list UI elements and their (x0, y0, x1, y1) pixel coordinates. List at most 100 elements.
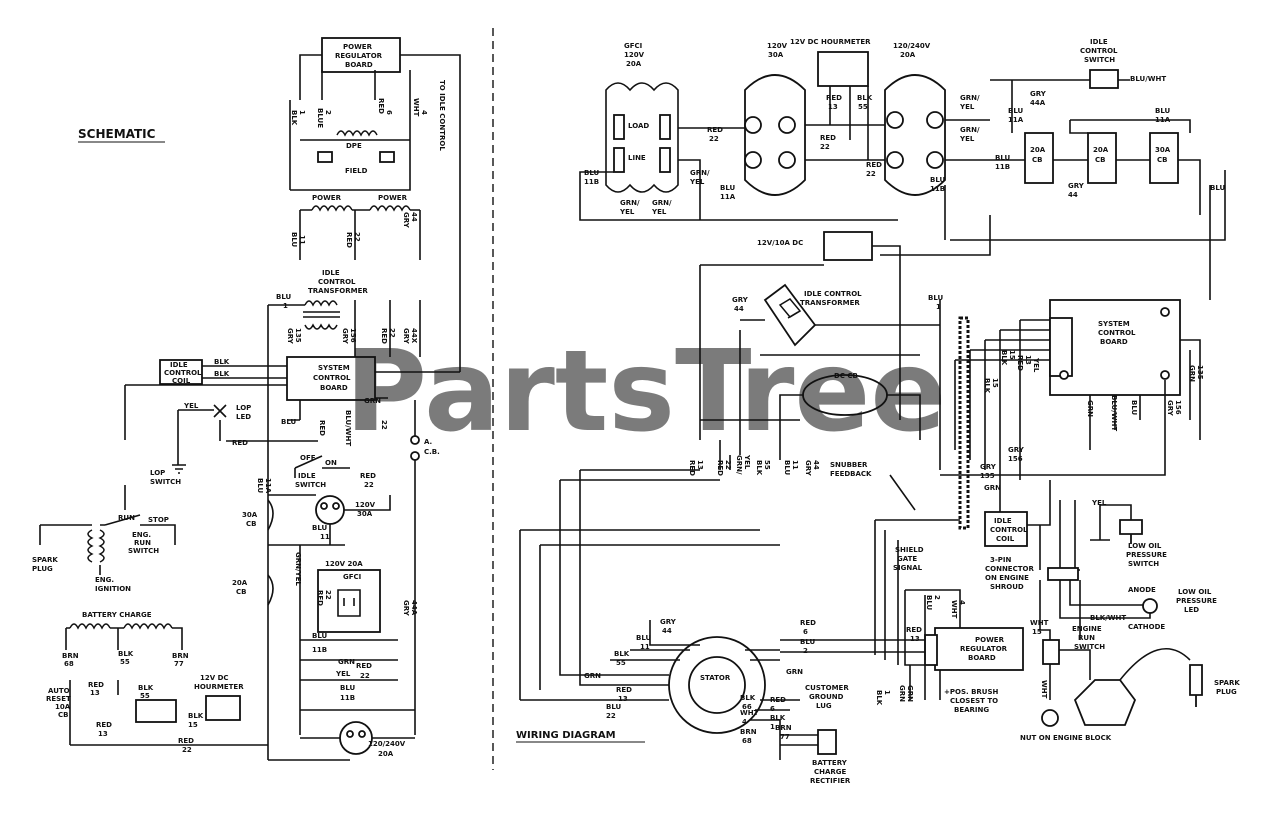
wire-label: 13 (828, 103, 838, 111)
wire-label: RED (866, 161, 882, 169)
wire-label: GRY (1166, 400, 1174, 417)
wire-label: RED (616, 686, 632, 694)
gfci-terminal (613, 147, 625, 173)
wire-label: RED (316, 590, 324, 606)
low-oil-led (1142, 598, 1158, 614)
eng-ignition-label: ENG. (95, 576, 114, 584)
wire-label: GRN/ (960, 94, 980, 102)
wire-label: 1 (283, 302, 288, 310)
wire-label: 22 (866, 170, 876, 178)
wire-label: 44A (410, 600, 418, 616)
wire-label: GRN/ (690, 169, 710, 177)
idle-control-coil-label: IDLE (170, 361, 188, 369)
wire-label: BLU (340, 684, 356, 692)
battery-rectifier-box (817, 729, 837, 755)
three-pin-label: 3-PIN (990, 556, 1012, 564)
system-control-board-label: SYSTEM (1098, 320, 1130, 328)
wire-label: 4 (958, 600, 966, 605)
wire-label: BLK (614, 650, 630, 658)
cb-20a-box (1024, 132, 1054, 184)
wire-label: BLK (214, 358, 230, 366)
wire-label: GRN (786, 668, 803, 676)
low-oil-switch-label: LOW OIL (1128, 542, 1162, 550)
wire-label: RED (377, 98, 385, 114)
receptacle-pin (778, 116, 796, 134)
wire-label: RED (906, 626, 922, 634)
idle-control-coil-label: CONTROL (990, 526, 1028, 534)
power-winding-right-label: POWER (378, 194, 408, 202)
anode-label: ANODE (1128, 586, 1156, 594)
wire-label: GRY (341, 328, 349, 345)
cathode-label: CATHODE (1128, 623, 1165, 631)
wire-label: RED (826, 94, 842, 102)
snubber-label: FEEDBACK (830, 470, 872, 478)
wire-label: BRN (740, 728, 757, 736)
transformer-secondary (304, 323, 338, 330)
cb-20a-label: CB (1032, 156, 1042, 164)
wire-label: 22 (606, 712, 616, 720)
wire-label: GRN (338, 658, 355, 666)
system-control-board-label: CONTROL (313, 374, 351, 382)
wire-label: 15 (991, 378, 999, 388)
receptacle-pin (926, 151, 944, 169)
regulator-connector (924, 634, 938, 666)
low-oil-led-label: PRESSURE (1176, 597, 1217, 605)
idle-control-coil-label: IDLE (994, 517, 1012, 525)
wire-label: BLU/WHT (1110, 395, 1118, 431)
wire-label: RED (356, 662, 372, 670)
wire-label: 22 (364, 481, 374, 489)
wire-label: 22 (182, 746, 192, 754)
wire-label: 15 (188, 721, 198, 729)
cb-20a-box (1087, 132, 1117, 184)
wire-label: 4 (742, 718, 747, 726)
wire-label: YEL (959, 135, 975, 143)
idle-control-switch-label: CONTROL (1080, 47, 1118, 55)
wire-label: 77 (174, 660, 184, 668)
wire-label: BLK (214, 370, 230, 378)
idle-control-coil-label: COIL (172, 377, 191, 385)
receptacle-120-240v-label: 20A (378, 750, 394, 758)
system-control-board-label: BOARD (320, 384, 348, 392)
power-regulator-board-label: POWER (975, 636, 1005, 644)
wire-label: 22 (353, 232, 361, 242)
wire-label: 15 (1032, 628, 1042, 636)
watermark: PartsTree (345, 327, 946, 457)
wiring-wire (579, 79, 1226, 300)
receptacle-120v-30a (315, 495, 345, 525)
transformer-winding (778, 298, 802, 319)
nut-label: NUT ON ENGINE BLOCK (1020, 734, 1112, 742)
receptacle-pin (332, 502, 340, 510)
power-regulator-board-label: BOARD (345, 61, 373, 69)
wire-label: GRN/ (735, 455, 743, 475)
wire-label: 44A (1030, 99, 1046, 107)
auto-reset-label: AUTO (48, 687, 70, 695)
receptacle-pin (744, 151, 762, 169)
power-regulator-board-box (321, 37, 401, 73)
dpe-label: DPE (346, 142, 362, 150)
low-oil-switch-symbol (1119, 519, 1143, 544)
wiring-section: WIRING DIAGRAM GFCI 120V 20A LOAD LINE 1… (516, 38, 1240, 785)
wire-label: 11 (791, 460, 799, 470)
gfci-receptacle (337, 589, 361, 617)
idle-control-coil-box (159, 359, 203, 385)
wire-label: GRY (1030, 90, 1047, 98)
wiring-wire (1090, 504, 1132, 541)
wire-label: RED (688, 460, 696, 476)
wire-label: 11B (340, 694, 355, 702)
wiring-wire (739, 300, 941, 470)
board-terminal (1059, 370, 1069, 380)
receptacle-120-240v-label: 120/240V (893, 42, 931, 50)
idle-switch-symbol (294, 455, 350, 478)
hourmeter-label: HOURMETER (194, 683, 244, 691)
idle-control-transformer-label: IDLE CONTROL (804, 290, 862, 298)
battery-charge-label: BATTERY CHARGE (82, 611, 152, 619)
lop-switch-label: SWITCH (150, 478, 181, 486)
wire-label: BLU (1155, 107, 1171, 115)
spark-plug-label: PLUG (1216, 688, 1237, 696)
wiring-wire (780, 734, 818, 746)
shield-gate-label: SIGNAL (893, 564, 923, 572)
schematic-title: SCHEMATIC (78, 127, 156, 141)
ignition-coil (98, 529, 105, 563)
battery-rectifier-label: BATTERY (812, 759, 848, 767)
